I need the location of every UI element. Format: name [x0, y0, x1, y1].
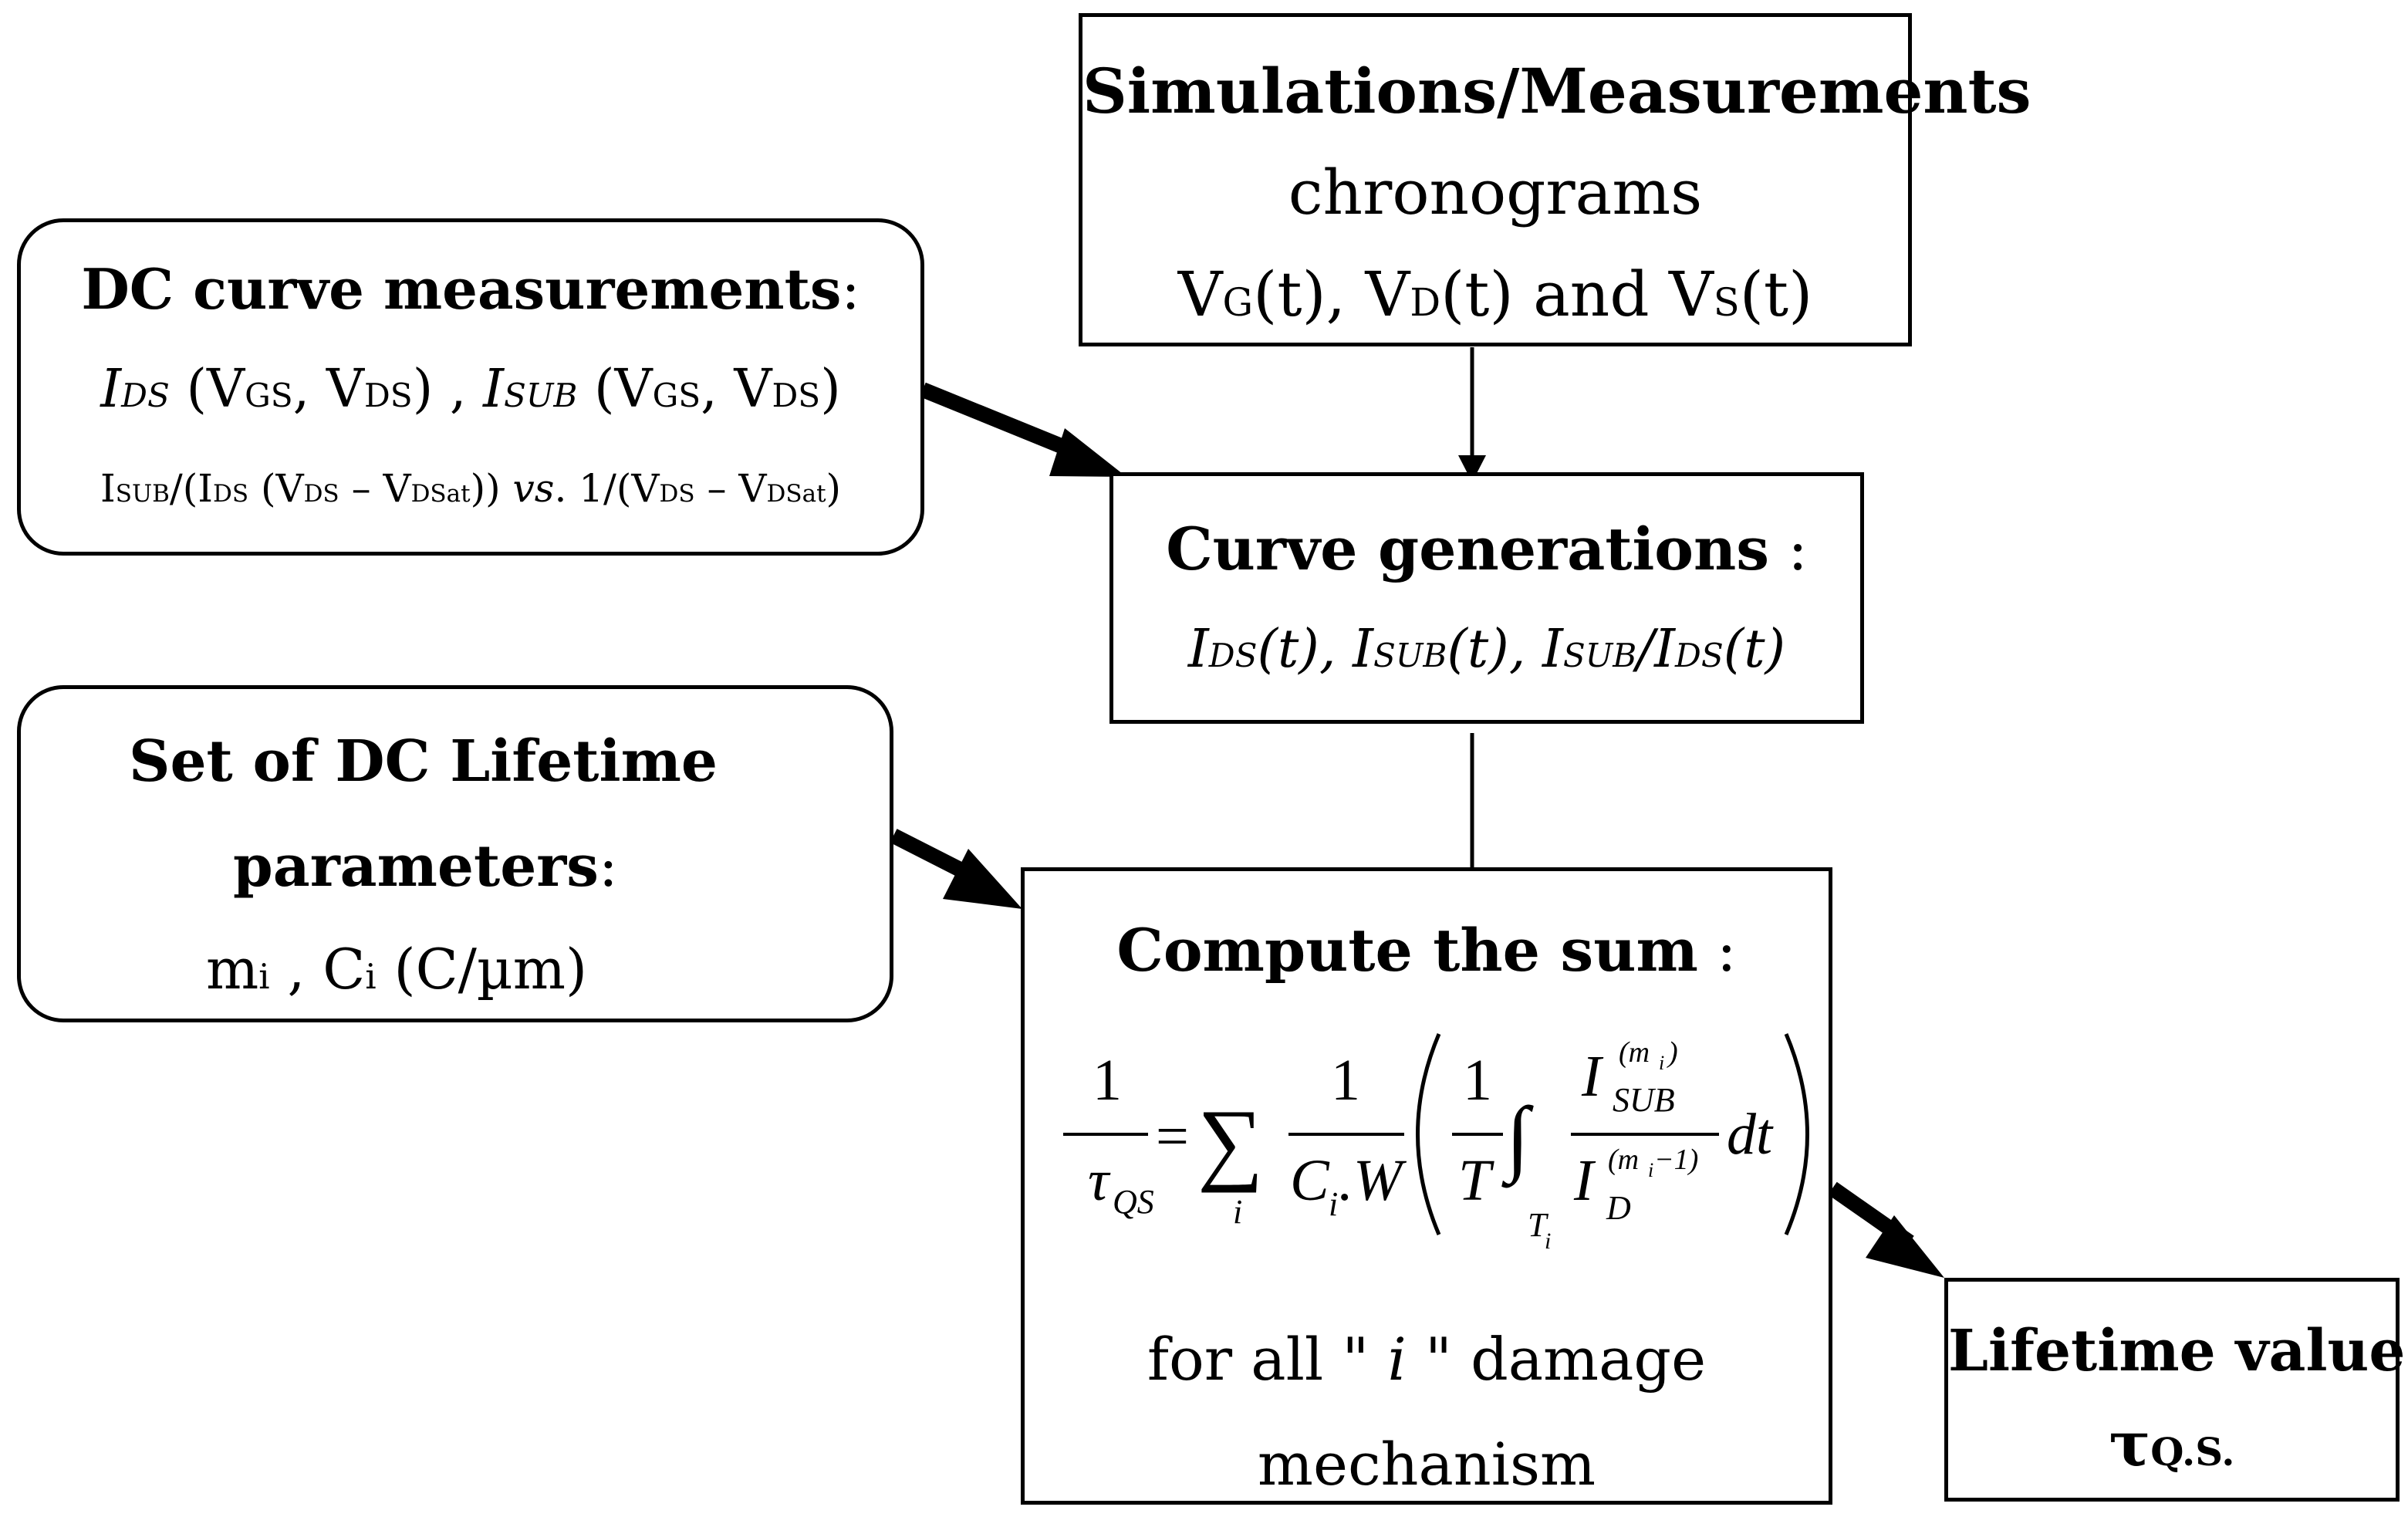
dc-curve-title: DC curve measurements:: [81, 256, 860, 322]
eq-frac3-numerator: 1: [1463, 1048, 1492, 1113]
lifetime-params-title-line2: parameters:: [233, 833, 618, 900]
eq-den-I: I: [1573, 1148, 1596, 1213]
eq-frac2-c-sub: i: [1329, 1185, 1338, 1223]
eq-num-sub: SUB: [1613, 1081, 1675, 1119]
eq-integral-lower: T: [1528, 1206, 1549, 1244]
eq-den-sup: (m: [1608, 1144, 1639, 1176]
lifetime-value-box: Lifetime value τQ.S.: [1944, 1278, 2406, 1502]
eq-num-I: I: [1581, 1044, 1604, 1109]
arrow-params-to-sum: [890, 829, 1022, 909]
arrow-sum-to-result: [1828, 1181, 1944, 1278]
lifetime-params-title-line1: Set of DC Lifetime: [129, 728, 718, 795]
damage-mechanism-line2: mechanism: [1257, 1430, 1596, 1498]
lifetime-value-symbol: τQ.S.: [2109, 1407, 2235, 1480]
lifetime-value-title: Lifetime value: [1948, 1318, 2406, 1384]
eq-den-sup-end: −1): [1654, 1144, 1698, 1176]
compute-sum-title: Compute the sum :: [1116, 916, 1737, 985]
eq-dt: dt: [1727, 1102, 1774, 1167]
damage-mechanism-text: for all " i " damage: [1147, 1325, 1707, 1394]
curve-generations-box: Curve generations : IDS(t), ISUB(t), ISU…: [1109, 472, 1864, 724]
eq-num-sup-end: ): [1667, 1036, 1678, 1069]
dc-curve-ratio: ISUB/(IDS (VDS – VDSat)) vs. 1/(VDS – VD…: [100, 466, 842, 511]
eq-den-sub: D: [1606, 1189, 1631, 1227]
eq-num-sup-sub: i: [1659, 1052, 1664, 1074]
eq-frac2-c: C: [1290, 1148, 1330, 1213]
eq-den-sup-sub: i: [1648, 1159, 1653, 1181]
simulations-title: Simulations/Measurements: [1082, 55, 2031, 127]
eq-lhs-numerator: 1: [1093, 1048, 1122, 1113]
eq-frac2-numerator: 1: [1331, 1048, 1360, 1113]
arrow-dc-to-curve: [920, 382, 1126, 477]
eq-lhs-tau: τ: [1088, 1148, 1111, 1213]
lifetime-params-values: mi , Ci (C/µm): [206, 937, 588, 1002]
eq-left-paren: [1416, 1033, 1441, 1235]
eq-equals: =: [1156, 1104, 1189, 1169]
lifetime-parameters-box: Set of DC Lifetime parameters: mi , Ci (…: [17, 685, 893, 1022]
eq-frac2-w: .W: [1339, 1148, 1407, 1213]
eq-integral: ∫: [1501, 1090, 1534, 1188]
eq-right-paren: [1784, 1033, 1809, 1235]
simulations-measurements-box: Simulations/Measurements chronograms VG(…: [1079, 13, 2031, 346]
eq-frac3-denominator: T: [1458, 1148, 1494, 1213]
dc-curve-measurements-box: DC curve measurements: IDS (VGS, VDS) , …: [17, 218, 924, 556]
curve-generations-currents: IDS(t), ISUB(t), ISUB/IDS(t): [1187, 619, 1786, 680]
curve-generations-title: Curve generations :: [1166, 515, 1808, 583]
eq-num-sup: (m: [1619, 1036, 1650, 1069]
arrow-sim-to-curve: [1458, 347, 1486, 482]
chronograms-label: chronograms: [1288, 157, 1703, 228]
eq-sum-symbol: ∑: [1197, 1090, 1264, 1193]
eq-sum-index: i: [1233, 1193, 1242, 1231]
lifetime-equation: 1 τ QS = ∑ i 1 C i .W 1 T ∫ T i I SUB (m…: [1063, 1033, 1809, 1254]
eq-integral-lower-sub: i: [1545, 1228, 1551, 1254]
eq-lhs-tau-sub: QS: [1113, 1183, 1154, 1221]
compute-sum-box: Compute the sum : for all " i " damage m…: [1021, 867, 1832, 1505]
dc-curve-currents: IDS (VGS, VDS) , ISUB (VGS, VDS): [100, 359, 841, 420]
voltages-label: VG(t), VD(t) and VS(t): [1177, 258, 1813, 330]
